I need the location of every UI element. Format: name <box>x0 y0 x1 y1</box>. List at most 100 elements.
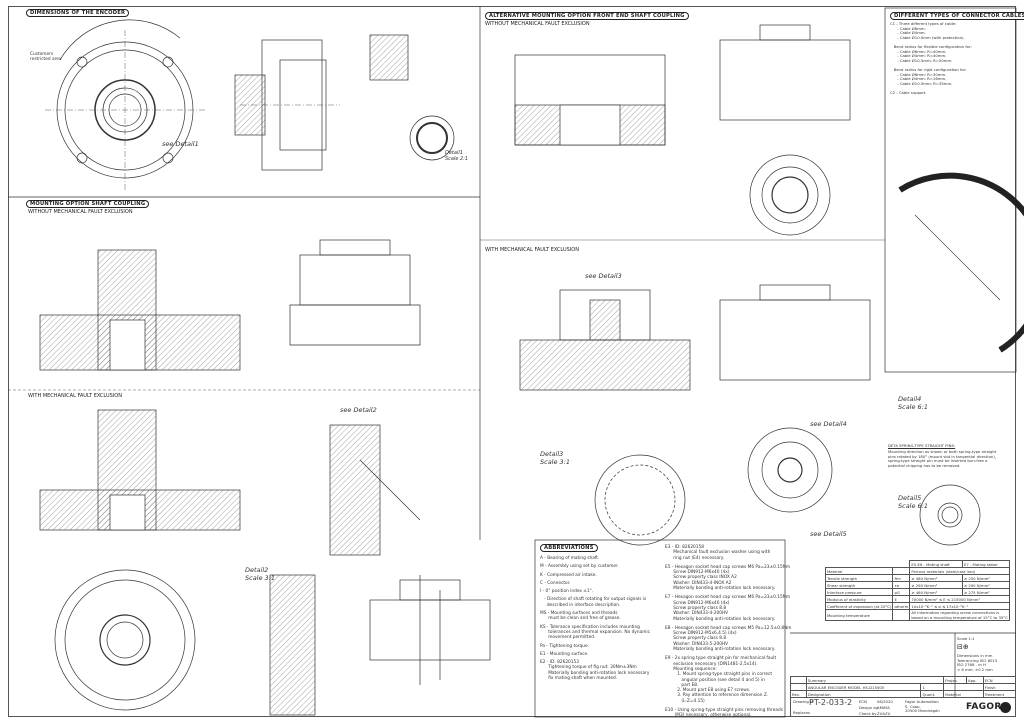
mounting-shaft-section-title: MOUNTING OPTION SHAFT COUPLING <box>26 200 150 208</box>
front-end-coupling-section <box>514 24 1024 546</box>
cell: Ferrous materials (steel/cast iron) <box>909 567 1010 575</box>
abbr-item: E8 - Hexagon socket head cap screws M5 P… <box>665 625 792 653</box>
see-detail3: see Detail3 <box>585 272 622 280</box>
replaces-label: Replaces <box>793 710 810 715</box>
tolerance-notes: Dimensions in mm Tolerancing ISO 8015 IS… <box>957 653 998 672</box>
fagor-logo: FAGOR <box>966 702 1002 712</box>
cell <box>892 609 911 621</box>
check-by: ZUAZU <box>877 711 891 716</box>
alt-without-fault-subtitle: WITHOUT MECHANICAL FAULT EXCLUSION <box>485 21 590 27</box>
connector-section-title: DIFFERENT TYPES OF CONNECTOR CABLES <box>890 12 1024 20</box>
abbr-item: E5 - Hexagon socket head cap screws M6 P… <box>665 564 791 592</box>
abbreviations-left: A - Bearing of mating shaft. M - Assembl… <box>540 556 660 681</box>
abbreviations-right: E3 - ID: 82620158 Mechanical fault exclu… <box>665 545 792 719</box>
detail1-label: Detail1 Scale 2:1 <box>445 150 469 162</box>
projection-label: Projec. <box>943 676 967 684</box>
abbr-item: M - Assembly using set by customer. <box>540 564 619 570</box>
cell: τa <box>892 581 911 589</box>
abbr-item: K - Compressed air intake. <box>540 572 597 578</box>
see-detail5: see Detail5 <box>810 530 847 538</box>
abbr-item: - Direction of shaft rotating for output… <box>544 597 647 608</box>
encoder-side-view <box>234 34 455 171</box>
alt-with-fault-subtitle: WITH MECHANICAL FAULT EXCLUSION <box>485 247 579 253</box>
title-block-footer: Drawing N. PT-2-033-2 Replaces ECN 06/20… <box>790 697 1016 717</box>
abbr-item: I - 0° position index ±1°. <box>540 589 594 595</box>
customers-area-label: Customers restricted area <box>30 52 62 63</box>
ecn-label: ECN <box>982 676 1017 684</box>
see-detail4: see Detail4 <box>810 420 847 428</box>
abbr-item: E1 - Mounting surface. <box>540 651 589 657</box>
abbr-item: E10 - Using spring-type straight pins re… <box>665 708 784 719</box>
cell: αtherm <box>892 602 911 610</box>
design-by: AMAYA <box>877 705 890 710</box>
abbr-item: E3 - ID: 82620158 Mechanical fault exclu… <box>665 545 771 561</box>
detail5-label: Detail5 Scale 6:1 <box>898 494 929 510</box>
cell: Material <box>824 567 894 575</box>
summary-label: Summary <box>805 676 945 684</box>
cell: Mounting temperature <box>824 609 894 621</box>
detail2-label: Detail2 Scale 3:1 <box>245 566 276 582</box>
cell: pG <box>892 588 911 596</box>
shaft-coupling-section <box>39 239 421 371</box>
cell: Interface pressure <box>824 588 894 596</box>
shaft-coupling-fault-exclusion-section <box>39 409 491 716</box>
scale-label: Scale 1:1 <box>957 636 975 641</box>
check-by-label: Check by <box>859 711 877 716</box>
abbreviations-title: ABBREVIATIONS <box>540 544 598 552</box>
cell: Rm <box>892 574 911 582</box>
abbr-item: Pa - Tightening torque. <box>540 643 589 649</box>
spring-pins-title: DETA SPRING-TYPE STRAIGHT PINS: <box>888 443 956 448</box>
finish-label: Finish <box>982 683 1017 691</box>
cell: E <box>892 595 911 603</box>
designation-value: ANGULAR ENCODER MODEL HS-D15005 <box>805 683 922 691</box>
drawing-frame <box>8 6 1016 717</box>
cell: ≥ 275 N/mm² <box>961 588 1010 596</box>
abbr-item: A - Bearing of mating shaft. <box>540 556 600 561</box>
cell: ≥ 290 N/mm² <box>909 581 963 589</box>
connector-box <box>884 7 1017 373</box>
cell: Shear strength <box>824 581 894 589</box>
drawing-number: PT-2-033-2 <box>809 698 853 707</box>
cell: 10x10⁻⁶K⁻¹ ≤ α ≤ 17x10⁻⁶K⁻¹ <box>909 602 1010 610</box>
detail4-label: Detail4 Scale 6:1 <box>898 395 929 411</box>
company-address: Fagor Automation S. Coop. 20500 Mondragó… <box>905 699 940 714</box>
quantity-value: 1 <box>920 683 945 691</box>
cell: Coefficient of expansion (at 20°C) <box>824 602 894 610</box>
design-by-label: Design by <box>859 705 878 710</box>
encoder-front-view <box>45 19 205 190</box>
abbr-item: C - Connector. <box>540 580 571 586</box>
see-detail1: see Detail1 <box>162 140 199 148</box>
abbr-item: E2 - ID: 82620153 Tightening torque of f… <box>540 660 650 682</box>
abbr-item: MS - Mounting surfaces and threads must … <box>540 611 621 622</box>
drawing-number-label: Drawing N. <box>793 699 815 704</box>
mating-stator-header: E7 - Mating stator <box>961 560 1010 568</box>
abbr-item: KS - Tolerance specification includes mo… <box>540 624 650 641</box>
date: 06/2020 <box>877 699 893 704</box>
ecn-label-footer: ECN <box>859 699 867 704</box>
abbreviations-box <box>534 539 786 718</box>
cell: ≥ 290 N/mm² <box>961 581 1010 589</box>
dimensions-section-title: DIMENSIONS OF THE ENCODER <box>26 9 130 17</box>
abbr-item: E9 - 2x spring type straight pin for mec… <box>665 656 777 704</box>
spring-pins-note: Mounting direction as shown or both spri… <box>888 449 997 468</box>
cell: 70000 N/mm² ≤ E ≤ 215000 N/mm² <box>909 595 1010 603</box>
projection-symbol-icon: ⊟⊕ <box>957 643 969 651</box>
mating-shaft-header: E5-E6 - Mating shaft <box>909 560 963 568</box>
cell: Modulus of elasticity <box>824 595 894 603</box>
with-fault-subtitle: WITH MECHANICAL FAULT EXCLUSION <box>28 393 122 399</box>
alternative-section-title: ALTERNATIVE MOUNTING OPTION FRONT END SH… <box>485 12 689 20</box>
cell: ≥ 480 N/mm² <box>909 574 963 582</box>
abbr-item: E7 - Hexagon socket head cap screws M6 P… <box>665 595 791 622</box>
cell: Tensile strength <box>824 574 894 582</box>
approval-label: App. <box>965 676 984 684</box>
cell: ≥ 460 N/mm² <box>909 588 963 596</box>
cell <box>892 567 911 575</box>
see-detail2: see Detail2 <box>340 406 377 414</box>
without-fault-subtitle: WITHOUT MECHANICAL FAULT EXCLUSION <box>28 209 133 215</box>
detail3-label: Detail3 Scale 3:1 <box>540 450 571 466</box>
fagor-logo-icon <box>1000 702 1011 713</box>
cell: All information regarding screw connecti… <box>909 609 1010 621</box>
